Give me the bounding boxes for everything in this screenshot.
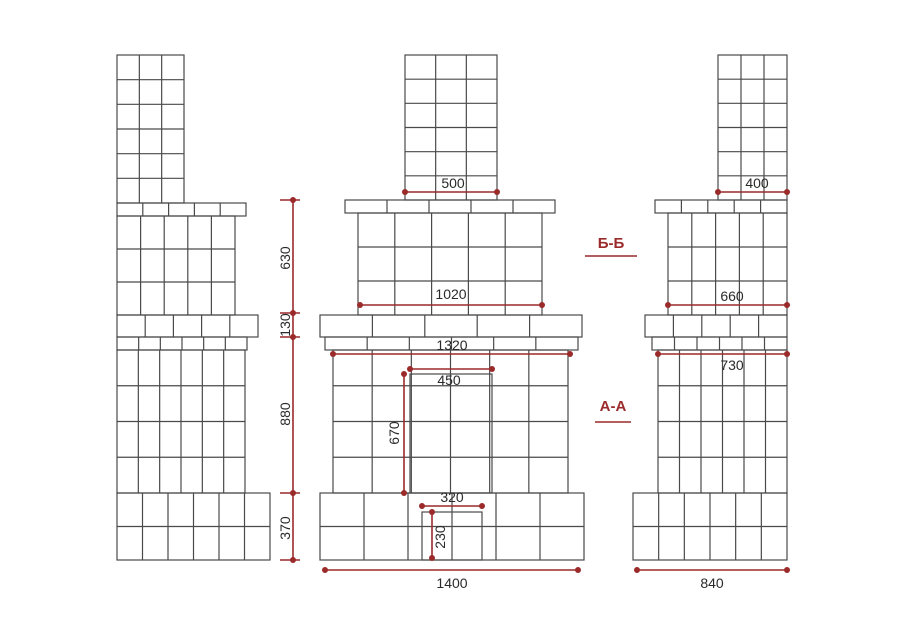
- front-upper-cornice: [344, 199, 556, 214]
- dimline-upper-side-end: [784, 302, 790, 308]
- dim-h-base: 370: [277, 516, 293, 540]
- dim-h-band: 130: [277, 313, 293, 337]
- dim-upper-front: 1020: [435, 286, 466, 302]
- dimension-dot: [290, 334, 296, 340]
- dim-base-front: 1400: [436, 575, 467, 591]
- firebox-opening: [409, 373, 493, 494]
- dim-upper-side: 660: [720, 288, 744, 304]
- dimline-firebox-width-end: [489, 366, 495, 372]
- dimline-ash-height-end: [429, 555, 435, 561]
- dimline-lower-side-end: [784, 351, 790, 357]
- section-label-aa: А-А: [600, 398, 627, 415]
- side-left-upper-cornice: [116, 202, 247, 217]
- dim-base-side: 840: [700, 575, 724, 591]
- section-label-bb: Б-Б: [598, 235, 625, 252]
- side-left-band: [116, 314, 259, 338]
- dimline-firebox-width-end: [407, 366, 413, 372]
- dimline-base-side-end: [784, 567, 790, 573]
- dimline-lower-side-end: [655, 351, 661, 357]
- ash-opening: [421, 511, 483, 561]
- dimline-ash-height-end: [429, 509, 435, 515]
- dimline-base-front-end: [322, 567, 328, 573]
- dim-chimney-front: 500: [441, 175, 465, 191]
- dimline-band-front-end: [330, 351, 336, 357]
- dim-firebox-width: 450: [437, 372, 461, 388]
- dim-ash-width: 320: [440, 489, 464, 505]
- dim-h-upper: 630: [277, 246, 293, 270]
- dimline-base-side-end: [634, 567, 640, 573]
- dim-h-lower: 880: [277, 402, 293, 426]
- dimline-upper-side-end: [665, 302, 671, 308]
- dimline-chimney-front-end: [494, 189, 500, 195]
- dimline-chimney-front-end: [402, 189, 408, 195]
- side-right-band: [644, 314, 788, 338]
- side-left-upper-body: [116, 215, 236, 316]
- dimline-band-front-end: [567, 351, 573, 357]
- dimline-upper-front-end: [539, 302, 545, 308]
- dimline-base-front-end: [575, 567, 581, 573]
- dimline-firebox-height-end: [401, 490, 407, 496]
- dim-firebox-height: 670: [386, 421, 402, 445]
- dimline-firebox-height-end: [401, 371, 407, 377]
- side-right-upper-cornice: [654, 199, 788, 214]
- dimline-ash-width-end: [479, 503, 485, 509]
- dimline-upper-front-end: [357, 302, 363, 308]
- dim-ash-height: 230: [432, 525, 448, 549]
- dimension-dot: [290, 197, 296, 203]
- dimension-dot: [290, 490, 296, 496]
- dimension-lines: [280, 189, 790, 573]
- front-band: [319, 314, 583, 338]
- fireplace-structure: [116, 54, 788, 561]
- dim-lower-side: 730: [720, 357, 744, 373]
- dimline-chimney-side-end: [715, 189, 721, 195]
- dim-chimney-side: 400: [745, 175, 769, 191]
- dimline-chimney-side-end: [784, 189, 790, 195]
- dimension-dot: [290, 557, 296, 563]
- dim-band-front: 1320: [436, 337, 467, 353]
- dimline-ash-width-end: [419, 503, 425, 509]
- dimension-dot: [290, 310, 296, 316]
